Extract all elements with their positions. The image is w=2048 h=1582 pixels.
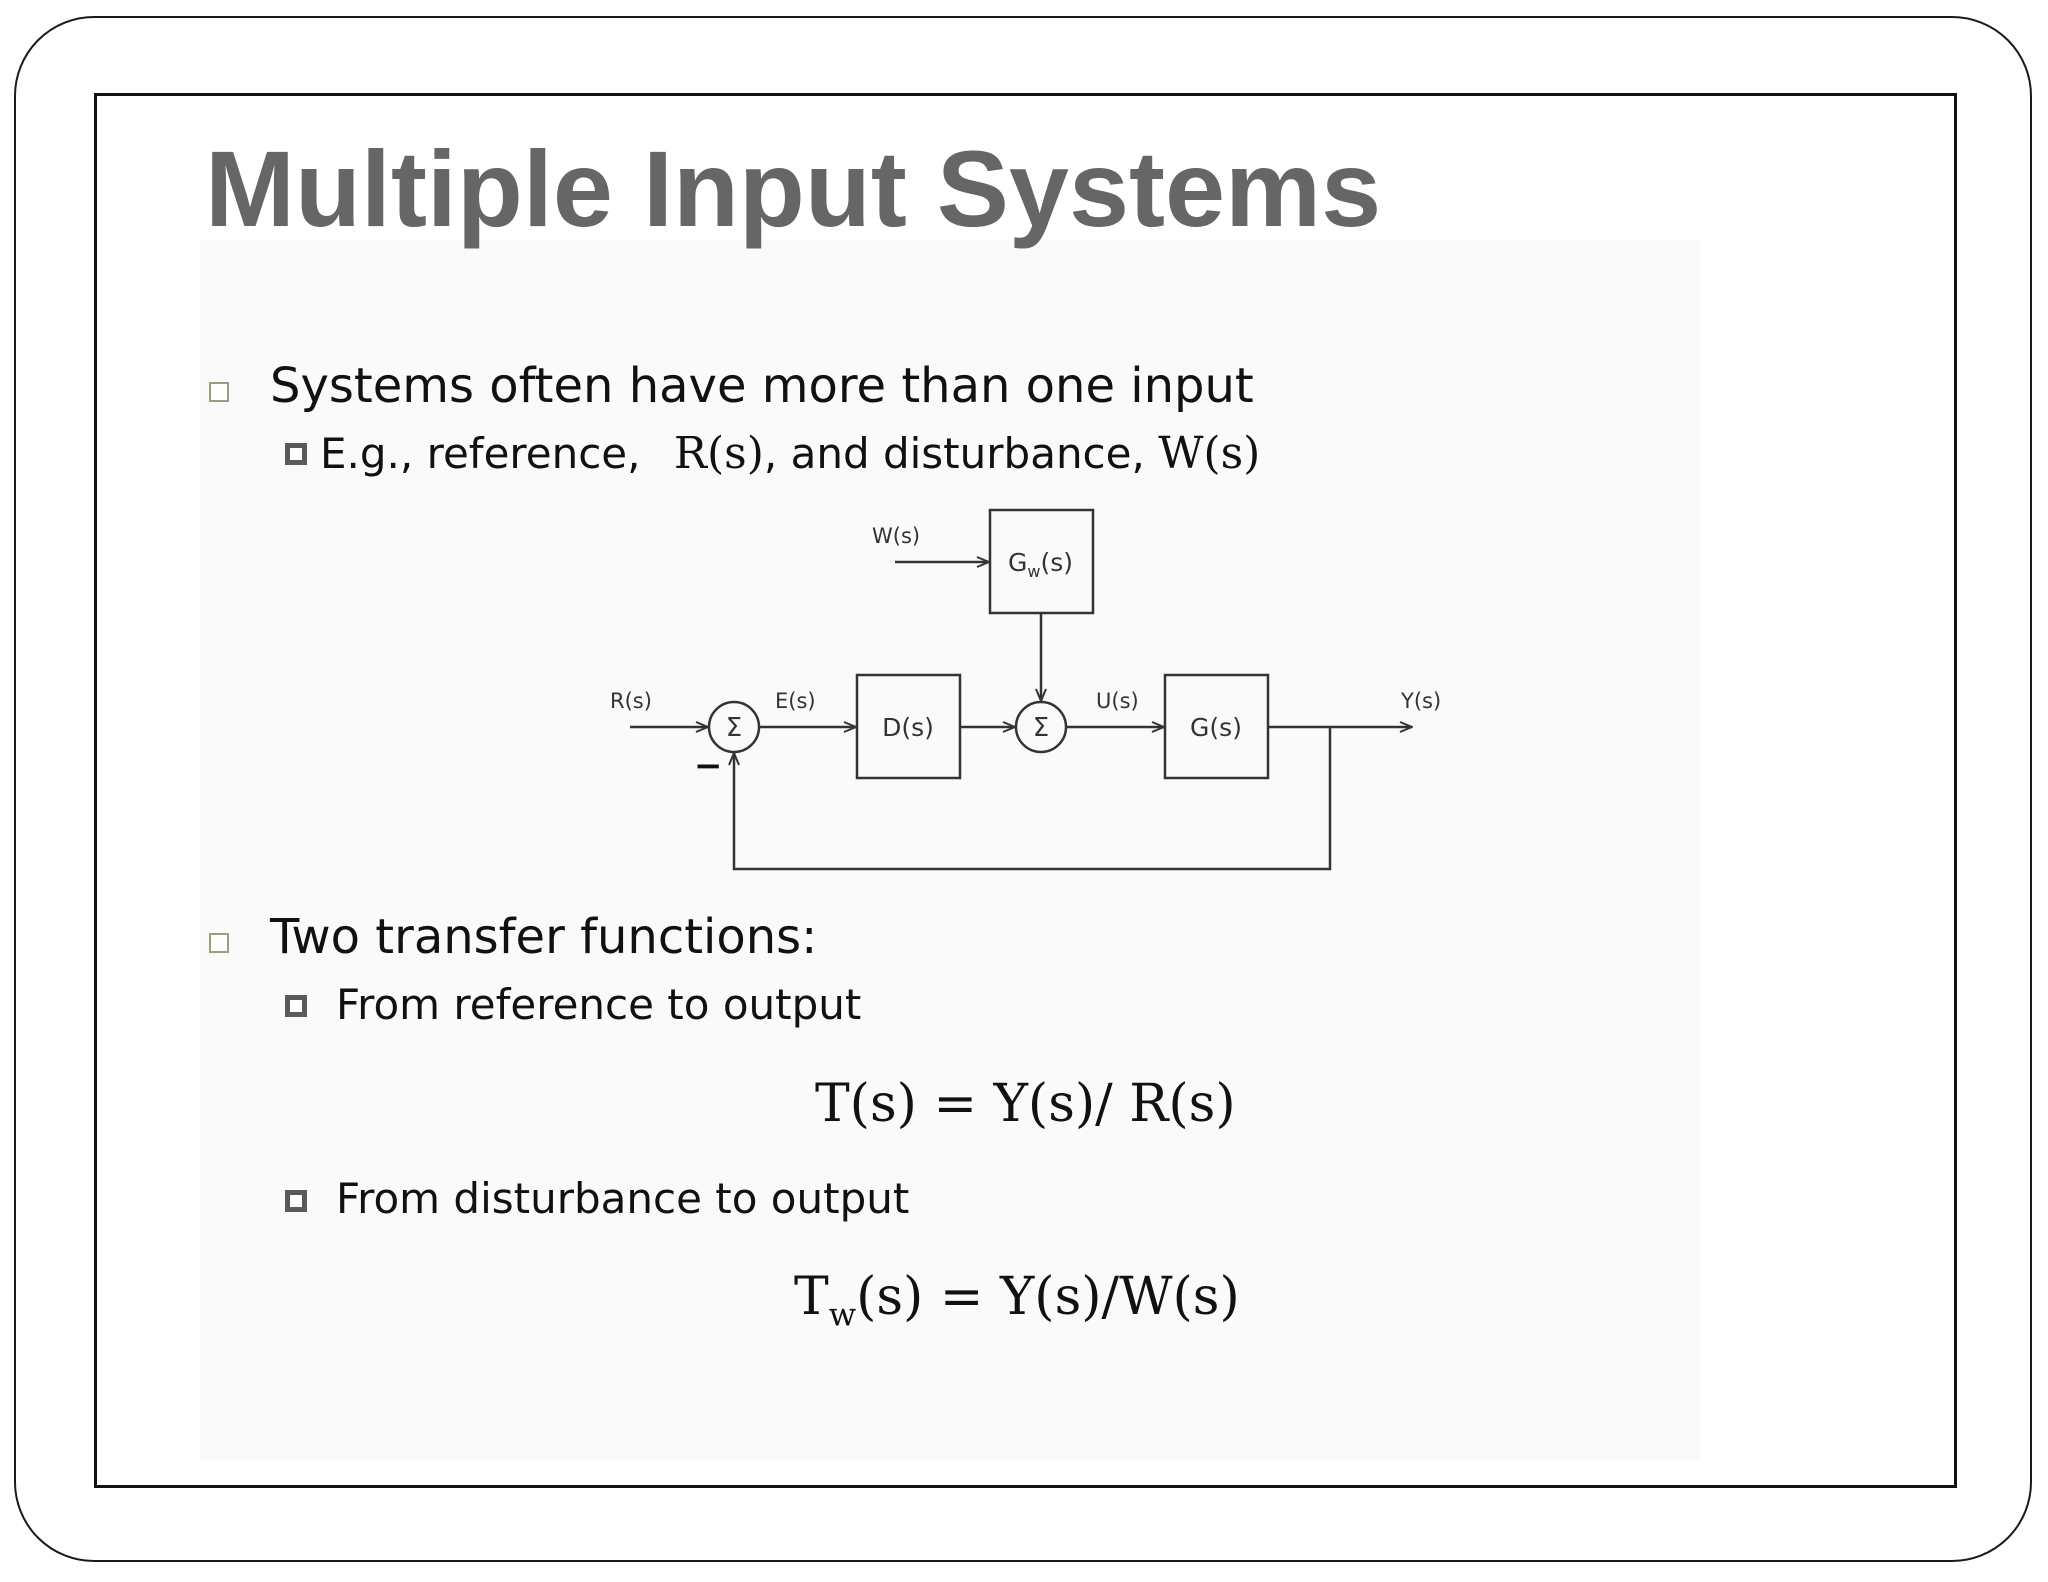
bullet1-sub-text: E.g., reference, R(s), and disturbance, … bbox=[320, 432, 1260, 476]
label-e: E(s) bbox=[775, 689, 816, 713]
bullet-square-icon bbox=[209, 382, 229, 402]
label-y: Y(s) bbox=[1400, 689, 1441, 713]
equation-disturbance-transfer: Tw(s) = Y(s)/W(s) bbox=[794, 1271, 1240, 1330]
label-minus: − bbox=[694, 746, 723, 786]
bullet2-text: Two transfer functions: bbox=[270, 909, 818, 965]
bullet2-sub1-text: From reference to output bbox=[336, 980, 862, 1029]
sub-bullet-square-icon bbox=[285, 995, 307, 1017]
gw-tail: (s) bbox=[1040, 548, 1073, 577]
eq2-rhs: (s) = Y(s)/W(s) bbox=[856, 1267, 1240, 1327]
sub-bullet-square-icon bbox=[285, 1190, 307, 1212]
sum2-sigma: Σ bbox=[1033, 713, 1049, 743]
equation-reference-transfer: T(s) = Y(s)/ R(s) bbox=[815, 1074, 1236, 1134]
slide-content-area bbox=[200, 240, 1700, 1460]
label-u: U(s) bbox=[1096, 689, 1139, 713]
example-middle: , and disturbance, bbox=[763, 429, 1159, 478]
example-prefix: E.g., reference, bbox=[320, 429, 654, 478]
reference-symbol: R(s) bbox=[673, 428, 764, 479]
gw-main: G bbox=[1008, 548, 1027, 577]
sub-bullet-square-icon bbox=[285, 443, 307, 465]
eq2-lhs: T bbox=[794, 1267, 829, 1327]
label-w: W(s) bbox=[872, 524, 920, 548]
feedback-line bbox=[734, 727, 1332, 871]
sum1-sigma: Σ bbox=[726, 713, 742, 743]
gw-sub: w bbox=[1027, 562, 1040, 581]
gw-block-label: Gw(s) bbox=[1008, 548, 1073, 581]
bullet1-text: Systems often have more than one input bbox=[270, 358, 1254, 414]
eq2-subscript: w bbox=[828, 1295, 857, 1334]
g-block-label: G(s) bbox=[1190, 713, 1242, 742]
label-r: R(s) bbox=[610, 689, 652, 713]
disturbance-symbol: W(s) bbox=[1158, 428, 1261, 479]
bullet-square-icon bbox=[209, 933, 229, 953]
bullet2-sub2-text: From disturbance to output bbox=[336, 1174, 910, 1223]
d-block-label: D(s) bbox=[882, 713, 934, 742]
slide-title: Multiple Input Systems bbox=[205, 128, 1382, 249]
